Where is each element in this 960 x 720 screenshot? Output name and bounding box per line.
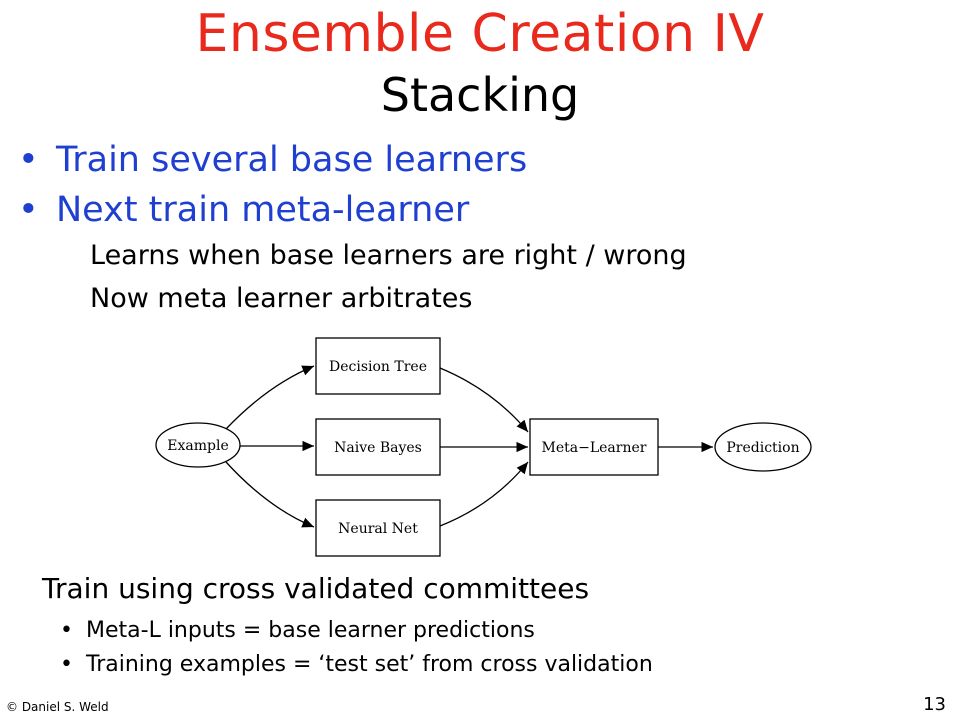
sub-item: Now meta learner arbitrates	[90, 283, 473, 314]
page-number: 13	[923, 694, 946, 715]
sub-item: Learns when base learners are right / wr…	[90, 240, 687, 271]
bottom-point: • Training examples = ‘test set’ from cro…	[60, 652, 653, 677]
bottom-heading: Train using cross validated committees	[42, 572, 590, 605]
bullet-dot-icon: •	[18, 190, 39, 230]
arrow-net-to-meta	[439, 461, 529, 527]
bullet-dot-icon: •	[18, 140, 39, 180]
decision-tree-label: Decision Tree	[329, 359, 427, 375]
bottom-point-text: Training examples = ‘test set’ from cros…	[86, 652, 653, 677]
decision-tree-node	[315, 337, 441, 395]
arrow-example-to-tree	[225, 365, 315, 430]
neural-net-node	[315, 499, 441, 557]
bullet-text: Train several base learners	[56, 140, 528, 180]
arrow-tree-to-meta	[439, 367, 529, 433]
copyright-text: © Daniel S. Weld	[6, 700, 109, 714]
bottom-point-text: Meta-L inputs = base learner predictions	[86, 618, 535, 643]
example-node	[155, 422, 241, 468]
neural-net-label: Neural Net	[338, 521, 418, 537]
naive-bayes-label: Naive Bayes	[334, 440, 422, 456]
bullet-dot-icon: •	[60, 618, 73, 643]
meta-learner-node	[529, 418, 659, 476]
example-label: Example	[167, 438, 228, 454]
naive-bayes-node	[315, 418, 441, 476]
slide-subtitle: Stacking	[380, 68, 580, 122]
prediction-label: Prediction	[726, 440, 799, 456]
slide-title: Ensemble Creation IV	[195, 4, 765, 64]
bottom-point: • Meta-L inputs = base learner prediction…	[60, 618, 535, 643]
bullet-item: • Train several base learners	[18, 140, 527, 180]
prediction-node	[714, 422, 812, 472]
meta-learner-label: Meta−Learner	[542, 440, 647, 456]
bullet-dot-icon: •	[60, 652, 73, 677]
bullet-item: • Next train meta-learner	[18, 190, 469, 230]
arrow-example-to-net	[225, 461, 315, 528]
bullet-text: Next train meta-learner	[56, 190, 470, 230]
stacking-diagram: Example Decision Tree Naive Bayes Neural…	[155, 337, 812, 557]
